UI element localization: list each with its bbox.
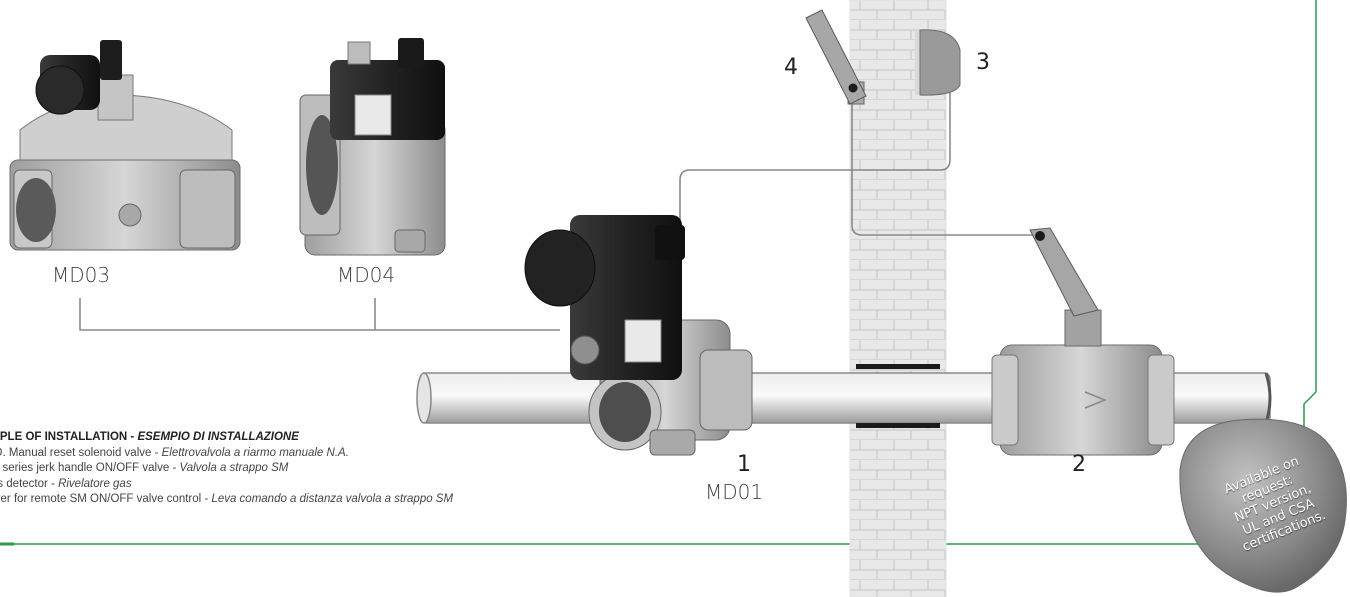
legend-title: AMPLE OF INSTALLATION - ESEMPIO DI INSTA… <box>0 430 602 446</box>
callout-4: 4 <box>784 55 798 80</box>
legend-item-4-it: Leva comando a distanza valvola a strapp… <box>211 493 454 505</box>
legend-item-2-en: SM series jerk handle ON/OFF valve - <box>0 462 180 474</box>
legend-item-1: N.O. Manual reset solenoid valve - Elett… <box>0 446 602 462</box>
legend-item-4: Lever for remote SM ON/OFF valve control… <box>0 492 602 508</box>
md04-valve-illustration <box>299 38 446 256</box>
legend-item-1-en: N.O. Manual reset solenoid valve - <box>0 446 159 459</box>
legend-item-3-en: Gas detector - <box>0 477 55 490</box>
connection-lines <box>79 40 1038 331</box>
legend-item-4-en: Lever for remote SM ON/OFF valve control… <box>0 493 212 505</box>
wall-sleeve <box>856 364 940 428</box>
legend-item-2: SM series jerk handle ON/OFF valve - Val… <box>0 461 602 477</box>
model-label-md04: MD04 <box>337 263 396 287</box>
remote-lever-illustration <box>805 9 867 105</box>
legend-title-en: AMPLE OF INSTALLATION - <box>0 431 135 443</box>
legend-item-1-it: Elettrovalvola a riarmo manuale N.A. <box>161 446 349 459</box>
legend-title-it: ESEMPIO DI INSTALLAZIONE <box>137 431 299 443</box>
md01-valve-illustration <box>524 215 753 456</box>
callout-3: 3 <box>976 50 990 75</box>
brick-wall <box>849 0 947 597</box>
installation-legend: AMPLE OF INSTALLATION - ESEMPIO DI INSTA… <box>0 430 602 508</box>
md03-valve-illustration <box>9 40 241 251</box>
legend-item-3: Gas detector - Rivelatore gas <box>0 477 602 493</box>
callout-1: 1 <box>737 452 751 477</box>
model-label-md03: MD03 <box>52 263 111 287</box>
availability-badge <box>1179 418 1347 593</box>
model-label-md01: MD01 <box>705 480 764 504</box>
legend-item-2-it: Valvola a strappo SM <box>179 462 289 474</box>
legend-item-3-it: Rivelatore gas <box>58 477 132 490</box>
gas-detector-illustration <box>915 29 961 96</box>
callout-2: 2 <box>1072 452 1086 477</box>
sm-onoff-valve-illustration <box>991 227 1175 456</box>
